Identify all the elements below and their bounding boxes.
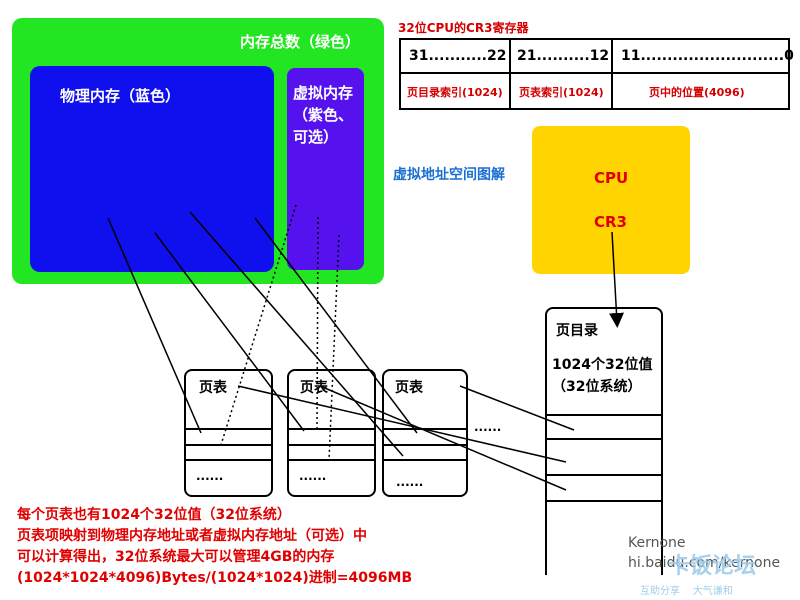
cr3-label: CR3 (594, 213, 627, 231)
register-bits-11-0: 11...........................0 (613, 40, 794, 74)
cpu-label: CPU (594, 169, 629, 187)
virtual-mapping-line (219, 204, 297, 449)
physical-memory-label: 物理内存（蓝色） (60, 87, 181, 105)
page-table-dots: ...... (299, 469, 327, 483)
physical-memory-box (30, 66, 274, 272)
note-line-1: 每个页表也有1024个32位值（32位系统） (17, 507, 291, 523)
watermark-author: Kernone (628, 535, 686, 551)
page-directory-title: 页目录 (556, 323, 598, 339)
page-table-3: 页表 ...... (382, 369, 468, 497)
virtual-mapping-line (316, 216, 319, 431)
virtual-memory-label-1: 虚拟内存 (293, 84, 354, 102)
virtual-mapping-line (328, 234, 340, 461)
cr3-register-table: 31...........22 21..........12 11.......… (399, 38, 794, 110)
register-bits-21-12: 21..........12 (511, 40, 613, 74)
page-table-dots: ...... (196, 469, 224, 483)
page-table-label: 页表 (300, 380, 328, 396)
mapping-line (254, 217, 418, 434)
cpu-box (532, 126, 690, 274)
virtual-memory-label-2: （紫色、 (293, 106, 354, 124)
mapping-line (189, 211, 404, 457)
diagram-title: 虚拟地址空间图解 (393, 167, 505, 183)
register-bits-31-22: 31...........22 (401, 40, 511, 74)
watermark-url: hi.baidu.com/kernone (628, 555, 781, 571)
page-table-dots: ...... (396, 475, 424, 489)
cr3-to-directory-arrow (609, 231, 624, 328)
mapping-line (107, 217, 202, 434)
register-bits-label: 21..........12 (517, 48, 610, 64)
directory-entry-line (319, 385, 567, 491)
page-table-label: 页表 (199, 380, 227, 396)
register-field-table-index: 页表索引(1024) (511, 74, 613, 108)
virtual-memory-box (287, 68, 364, 270)
total-memory-label: 内存总数（绿色） (240, 33, 361, 51)
register-bits-label: 31...........22 (409, 48, 507, 64)
directory-entry-line (237, 385, 567, 463)
directory-entry-line (459, 385, 575, 431)
between-dots: ...... (474, 420, 502, 434)
mapping-line (154, 232, 305, 432)
register-field-label: 页中的位置(4096) (649, 86, 745, 99)
virtual-memory-label-3: 可选） (293, 128, 339, 146)
register-title: 32位CPU的CR3寄存器 (398, 21, 529, 35)
register-field-directory-index: 页目录索引(1024) (401, 74, 511, 108)
watermark-logo-text: 卡饭论坛 (668, 554, 757, 579)
page-directory-desc-2: （32位系统） (552, 379, 642, 395)
page-table-label: 页表 (395, 380, 423, 396)
register-field-label: 页表索引(1024) (519, 86, 604, 99)
note-line-4: (1024*1024*4096)Bytes/(1024*1024)进制=4096… (17, 570, 413, 586)
page-directory-desc-1: 1024个32位值 (552, 357, 653, 373)
register-field-label: 页目录索引(1024) (407, 86, 503, 99)
note-line-3: 可以计算得出，32位系统最大可以管理4GB的内存 (17, 549, 335, 565)
register-bits-label: 11...........................0 (621, 48, 794, 64)
note-line-2: 页表项映射到物理内存地址或者虚拟内存地址（可选）中 (17, 528, 367, 544)
page-directory-box: 页目录 1024个32位值 （32位系统） (545, 307, 663, 575)
register-field-page-offset: 页中的位置(4096) (613, 74, 788, 108)
watermark-slogan: 互助分享 大气谦和 (640, 586, 733, 597)
